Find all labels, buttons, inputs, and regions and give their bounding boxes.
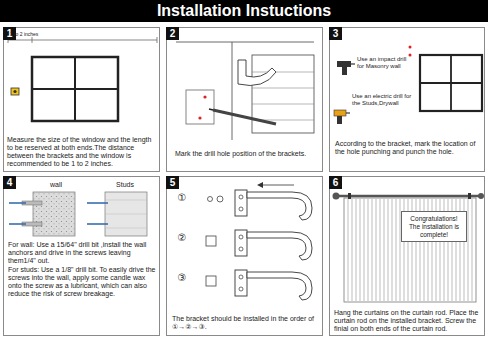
step-panel: Hang the curtains on the curtain rod. Pl… xyxy=(329,176,485,336)
callout-number: ① xyxy=(174,192,190,204)
step-number-badge: 4 xyxy=(3,176,16,189)
step-number: 5 xyxy=(166,176,179,189)
step-description: According to the bracket, mark the locat… xyxy=(335,140,480,156)
step-panel: Mark the drill hole position of the brac… xyxy=(166,27,323,172)
step-number-badge: 5 xyxy=(166,176,179,189)
dimension-label: 1 to 2 inches xyxy=(10,31,70,37)
step-description: Measure the size of the window and the l… xyxy=(7,136,157,168)
step-panel: The bracket should be installed in the o… xyxy=(166,176,323,336)
step-number-badge: 2 xyxy=(166,27,179,40)
title-text: Installation Instuctions xyxy=(0,0,488,22)
window-measure xyxy=(8,37,157,121)
step-panel: According to the bracket, mark the locat… xyxy=(329,27,485,172)
step-number-badge: 6 xyxy=(329,176,342,189)
part-label: Studs xyxy=(108,181,142,189)
step-description: Mark the drill hole position of the brac… xyxy=(175,150,320,158)
title-bar: Installation Instuctions xyxy=(0,0,488,22)
anchor-illustration xyxy=(9,192,147,236)
mark-holes-illustration xyxy=(176,42,314,140)
step-panel: For wall: Use a 15/64" drill bit ,instal… xyxy=(3,176,160,336)
callout-number: ③ xyxy=(174,272,190,284)
tool-note: Use an impact drill for Masonry wall xyxy=(357,56,411,70)
step-description: For studs: Use a 1/8" drill bit. To easi… xyxy=(8,266,156,298)
step-number: 4 xyxy=(3,176,16,189)
step-number: 3 xyxy=(329,27,342,40)
tool-note: Use an electric drill for the Studs,Dryw… xyxy=(352,93,416,107)
drill-illustration xyxy=(334,46,482,125)
step-description: Hang the curtains on the curtain rod. Pl… xyxy=(334,309,481,333)
bracket-illustration xyxy=(206,182,312,300)
step-description: For wall: Use a 15/64" drill bit ,instal… xyxy=(8,241,156,265)
step-description: The bracket should be installed in the o… xyxy=(172,315,318,331)
congrats-text: Congratulations! The installation is com… xyxy=(404,215,464,239)
step-number-badge: 3 xyxy=(329,27,342,40)
step-panel: Measure the size of the window and the l… xyxy=(3,27,160,172)
step-number: 6 xyxy=(329,176,342,189)
curtain-illustration xyxy=(333,193,485,303)
congrats-box: Congratulations! The installation is com… xyxy=(401,211,467,242)
step-number: 2 xyxy=(166,27,179,40)
callout-number: ② xyxy=(174,232,190,244)
part-label: wall xyxy=(40,181,72,189)
